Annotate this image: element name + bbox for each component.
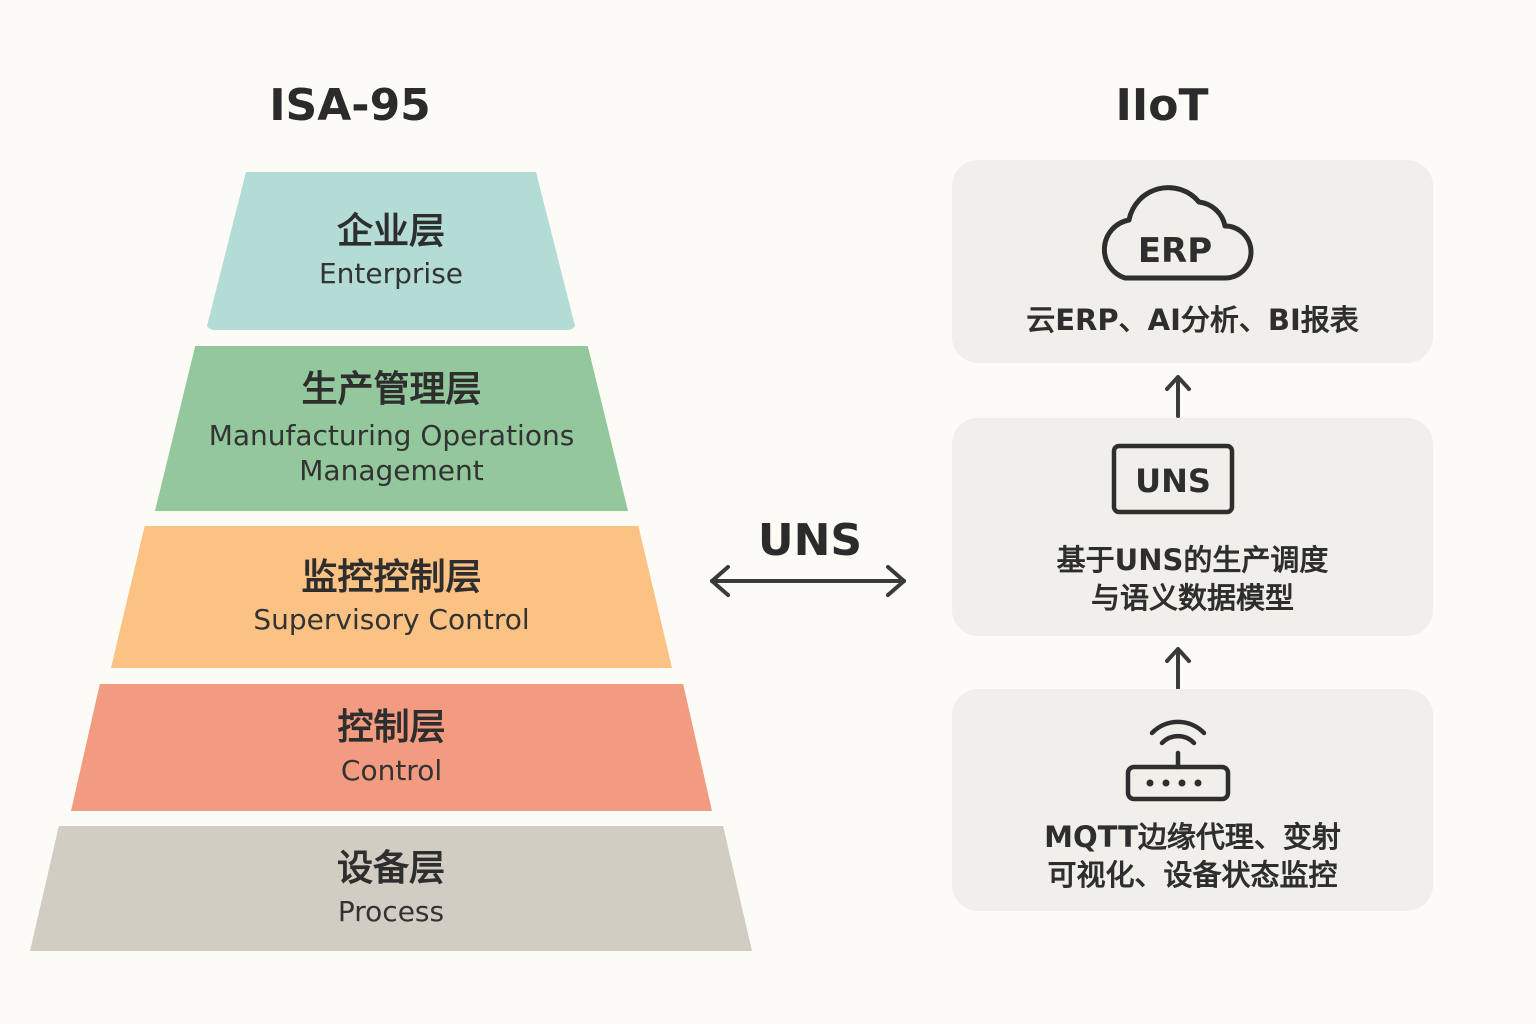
cloud-icon-label: ERP	[1138, 231, 1212, 271]
layer-mom-en-line1: Manufacturing Operations	[208, 419, 575, 453]
layer-supervisory-control: 监控控制层 Supervisory Control	[111, 526, 672, 668]
layer-process-zh: 设备层	[336, 848, 445, 890]
layer-control: 控制层 Control	[71, 684, 712, 811]
layer-enterprise-zh: 企业层	[336, 210, 445, 252]
uns-card-text-line2: 与语义数据模型	[1090, 581, 1294, 615]
layer-enterprise: 企业层 Enterprise	[206, 172, 576, 330]
edge-card-text-line1: MQTT边缘代理、变射	[1044, 820, 1341, 854]
uns-box-label: UNS	[1135, 462, 1211, 500]
layer-supervisory-zh: 监控控制层	[301, 556, 482, 598]
layer-process-en: Process	[337, 894, 445, 928]
up-arrow-icon	[1165, 375, 1191, 418]
up-arrow-icon	[1165, 647, 1191, 690]
edge-card: MQTT边缘代理、变射 可视化、设备状态监控	[952, 689, 1433, 911]
double-arrow-icon	[710, 565, 906, 597]
cloud-card: ERP 云ERP、AI分析、BI报表	[952, 160, 1433, 363]
layer-mom-zh: 生产管理层	[301, 368, 482, 410]
layer-manufacturing-operations: 生产管理层 Manufacturing Operations Managemen…	[155, 346, 628, 511]
uns-card: UNS 基于UNS的生产调度 与语义数据模型	[952, 418, 1433, 636]
layer-control-en: Control	[340, 753, 443, 787]
layer-mom-en-line2: Management	[299, 454, 484, 488]
router-icon	[1125, 719, 1231, 802]
cloud-card-text: 云ERP、AI分析、BI报表	[1026, 303, 1359, 337]
layer-supervisory-en: Supervisory Control	[253, 603, 530, 637]
edge-card-text-line2: 可视化、设备状态监控	[1047, 858, 1338, 892]
uns-box-icon: UNS	[1111, 443, 1235, 515]
cloud-icon: ERP	[1101, 185, 1254, 281]
isa95-title: ISA-95	[269, 80, 431, 131]
layer-enterprise-en: Enterprise	[318, 257, 464, 291]
iiot-title: IIoT	[1115, 80, 1209, 131]
layer-process: 设备层 Process	[30, 826, 752, 951]
uns-card-text-line1: 基于UNS的生产调度	[1056, 543, 1329, 577]
uns-link-label: UNS	[757, 515, 863, 566]
layer-control-zh: 控制层	[337, 707, 446, 749]
